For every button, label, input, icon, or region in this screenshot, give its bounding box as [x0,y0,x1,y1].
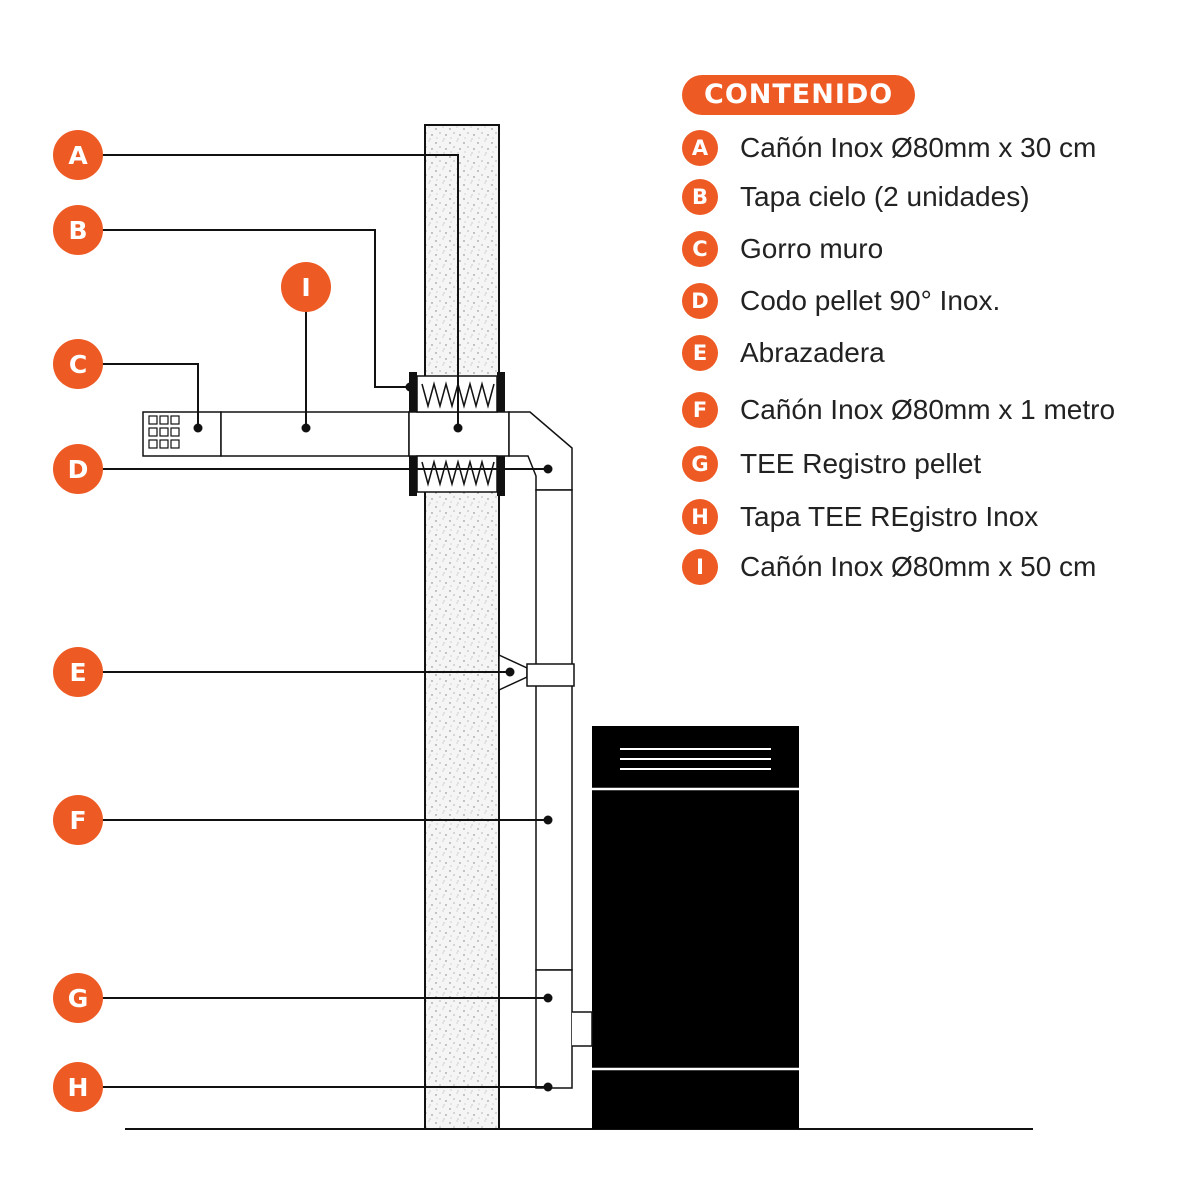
legend-text: TEE Registro pellet [740,448,982,479]
callout-b: B [53,205,103,255]
pellet-stove [592,726,799,1129]
callout-letter: C [69,350,87,379]
callout-d: D [53,444,103,494]
leader-lines [98,154,548,1088]
tee-outlet [572,1011,593,1047]
callout-letter: A [68,141,88,170]
legend-title: CONTENIDO [682,75,916,115]
legend-badge: A [682,130,718,166]
ceiling-cover-bottom [409,455,505,496]
legend-text: Tapa cielo (2 unidades) [740,181,1030,212]
legend-badge: B [682,179,718,215]
legend-badge: I [682,549,718,585]
callout-letter: H [68,1073,89,1102]
callout-g: G [53,973,103,1023]
legend-text: Cañón Inox Ø80mm x 30 cm [740,132,1097,163]
callout-e: E [53,647,103,697]
callout-a: A [53,130,103,180]
legend-badge: C [682,231,718,267]
tee-register [535,969,573,1089]
legend-text: Abrazadera [740,337,885,368]
callout-c: C [53,339,103,389]
legend-text: Cañón Inox Ø80mm x 1 metro [740,394,1116,425]
callout-letter: I [301,273,310,302]
legend-text: Gorro muro [740,233,884,264]
legend-text: Codo pellet 90° Inox. [740,285,1001,316]
legend-badge: E [682,335,718,371]
legend-badge: F [682,392,718,428]
legend-badge: D [682,283,718,319]
elbow-90 [508,411,573,491]
callout-letter: F [69,806,86,835]
legend-badge: H [682,499,718,535]
callout-letter: D [68,455,89,484]
vertical-pipe [535,489,573,971]
wall-cap-grille [148,415,180,449]
callout-letter: E [69,658,86,687]
callout-letter: B [68,216,87,245]
legend-badge: G [682,446,718,482]
callout-f: F [53,795,103,845]
callout-letter: G [68,984,89,1013]
legend-text: Tapa TEE REgistro Inox [740,501,1039,532]
leader-dots [193,382,553,1092]
wall [424,124,500,1130]
callout-i: I [281,262,331,312]
callout-h: H [53,1062,103,1112]
legend-text: Cañón Inox Ø80mm x 50 cm [740,551,1097,582]
